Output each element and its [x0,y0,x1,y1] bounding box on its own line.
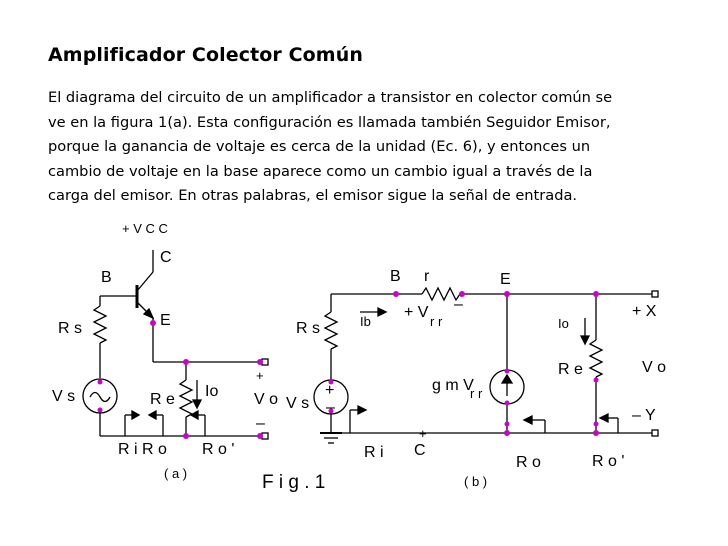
r-pi-resistor [421,286,461,302]
node-dot [328,379,334,385]
label-sub-a: ( a ) [164,466,187,481]
ro-prime-arrow-icon [189,409,199,421]
re-resistor [588,339,604,378]
label-vo: V o [254,391,278,408]
ro-arrow-icon [522,414,533,426]
node-dot [593,377,599,383]
node-dot [504,368,510,374]
label-sub-b: ( b ) [464,474,487,489]
label-io: Io [558,316,569,331]
label-re: R e [150,391,175,408]
body-paragraph: El diagrama del circuito de un amplifica… [48,86,688,209]
node-dot [257,359,263,365]
paragraph-line: porque la ganancia de voltaje es cerca d… [48,138,591,155]
label-e: E [500,271,511,288]
circuit-b [313,286,659,444]
terminal-x [651,290,659,298]
node-dot [97,379,103,385]
circuit-a [82,250,269,440]
paragraph-line: cambio de voltaje en la base aparece com… [48,162,593,180]
paragraph-line: El diagrama del circuito de un amplifica… [48,89,613,106]
io-arrow-icon [579,335,591,346]
label-vo: V o [642,359,666,376]
node-dot [504,291,510,297]
node-dot [183,359,189,365]
label-ri-ro: R i R o [118,441,167,458]
node-dot [97,407,103,413]
node-dot [459,291,465,297]
ro-prime-arrow-icon [598,412,609,424]
label-c: C [414,442,426,459]
label-plus: + [256,368,264,383]
node-dot [257,433,263,439]
source-minus: – [326,399,335,416]
label-c: C [160,249,172,266]
label-re: R e [558,361,583,378]
labels-a: + V C C C B E R s V s R e Io + V o – R i… [52,221,278,481]
node-dot [593,291,599,297]
label-ri: R i [364,444,384,461]
source-plus: + [325,382,334,399]
node-dot [593,430,599,436]
circuit-a-nodes [97,320,263,439]
node-dot [504,400,510,406]
node-dot [504,430,510,436]
labels-b: B r E + V r r – Ib R s V s + – g m V r r… [286,268,666,489]
label-r: r [424,268,430,285]
label-minus: – [454,296,463,313]
node-dot [393,291,399,297]
label-gm: g m V [432,377,474,394]
paragraph-line: ve en la figura 1(a). Esta configuración… [48,113,611,131]
io-arrow-icon [191,399,203,410]
label-y: – Y [632,407,656,424]
figure-caption: F i g . 1 [262,472,325,493]
label-rs: R s [58,320,82,337]
label-vs: V s [286,395,309,412]
label-ro-prime: R o ' [202,441,234,458]
label-gm-sub: r r [470,386,483,401]
node-dot [504,421,510,427]
ri-arrow-icon [131,409,141,421]
ac-wave-icon [89,391,111,403]
label-b: B [390,268,401,285]
label-rr-sub: r r [430,314,443,329]
ri-arrow-icon [357,404,368,416]
terminal-y [651,429,659,437]
transistor-collector [136,271,154,292]
label-rs: R s [296,320,320,337]
label-plus-v: + V [404,304,429,321]
ib-arrow-icon [377,306,388,318]
emitter-arrow-icon [142,307,155,320]
label-vcc: + V C C [122,221,168,236]
up-arrow-icon [500,373,514,384]
label-ro: R o [516,454,541,471]
paragraph-line: carga del emisor. En otras palabras, el … [48,187,578,204]
label-ro-prime: R o ' [592,453,624,470]
node-dot [593,421,599,427]
node-dot [183,433,189,439]
rs-resistor [92,305,108,344]
rs-resistor [323,311,339,350]
label-b: B [101,269,112,286]
circuit-b-nodes [328,291,599,436]
slide-title: Amplificador Colector Común [48,44,363,66]
label-e: E [160,312,171,329]
re-resistor [178,379,194,418]
node-dot [150,320,156,326]
label-c-plus: + [419,426,427,441]
node-dot [328,408,334,414]
label-io: Io [205,383,218,400]
ro-arrow-icon [147,409,157,421]
label-minus: – [256,415,265,432]
label-ib: Ib [360,314,371,329]
label-vs: V s [52,388,75,405]
label-x: + X [632,303,657,320]
